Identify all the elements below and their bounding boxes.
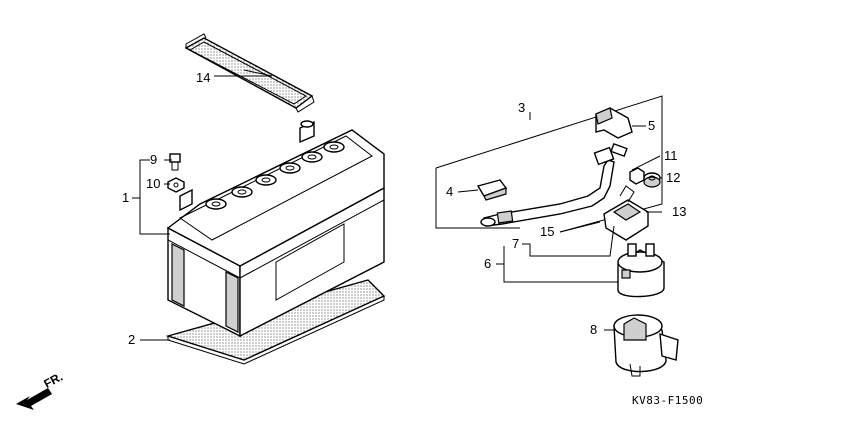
- callout-6: 6: [484, 256, 491, 271]
- terminal-bolt: [169, 153, 181, 171]
- callout-10: 10: [146, 176, 160, 191]
- starter-relay: [617, 243, 665, 298]
- leader-lines: [132, 69, 662, 341]
- callout-3: 3: [518, 100, 525, 115]
- terminal-cover: [595, 107, 633, 139]
- callout-2: 2: [128, 332, 135, 347]
- relay-connector: [603, 185, 649, 241]
- front-direction-arrow: [16, 388, 52, 410]
- cable-cap: [476, 179, 508, 201]
- callout-4: 4: [446, 184, 453, 199]
- callout-1: 1: [122, 190, 129, 205]
- callout-5: 5: [648, 118, 655, 133]
- callout-14: 14: [196, 70, 210, 85]
- nut-11: [629, 167, 645, 185]
- callout-15: 15: [540, 224, 554, 239]
- callout-13: 13: [672, 204, 686, 219]
- callout-11: 11: [664, 148, 678, 163]
- callout-7: 7: [512, 236, 519, 251]
- battery: [166, 120, 385, 338]
- nut-12: [643, 172, 661, 188]
- front-direction-label: FR.: [41, 370, 65, 391]
- battery-strap: [184, 33, 315, 113]
- relay-boot: [613, 314, 679, 377]
- starter-cable: [480, 142, 628, 227]
- callout-9: 9: [150, 152, 157, 167]
- callout-8: 8: [590, 322, 597, 337]
- callout-12: 12: [666, 170, 680, 185]
- terminal-nut: [167, 177, 185, 193]
- drawing-code: KV83-F1500: [632, 394, 703, 407]
